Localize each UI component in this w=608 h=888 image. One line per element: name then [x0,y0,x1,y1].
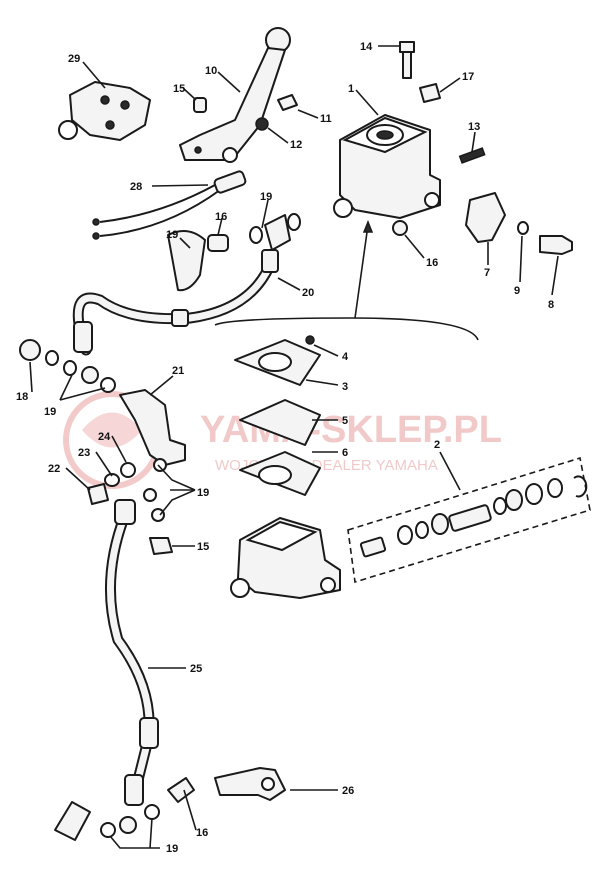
callout-4: 4 [342,351,349,363]
part-19-washer-a [249,226,263,244]
callout-9: 9 [514,285,520,297]
part-16-bolt-bottom [167,777,195,803]
part-14-bolt [399,41,415,79]
callout-1: 1 [348,83,354,95]
part-27-bracket [214,767,286,801]
callout-16-mid: 16 [215,211,227,223]
callout-26: 25 [190,663,202,675]
callout-numbers: 29 10 15 11 12 1 14 17 13 16 7 9 8 28 16… [16,41,554,855]
callout-19-left: 19 [44,406,56,418]
callout-11: 11 [320,113,332,125]
callout-7: 7 [484,267,490,279]
watermark-text: YAMA-SKLEP.PL [200,409,502,451]
part-19-washer-bottom2 [144,804,160,820]
part-19-washer-b [287,213,301,231]
callout-22: 21 [172,365,184,377]
callout-25: 24 [98,431,111,443]
part-19-washer-left3 [100,377,116,393]
part-15-pin [193,97,207,113]
callout-18: 18 [16,391,28,403]
callout-24: 23 [78,447,90,459]
part-19-washer-mid2 [143,488,157,502]
part-5-plate [239,399,321,446]
part-19-washer-left2 [63,360,77,376]
part-7-clamp [465,192,506,243]
callout-29: 29 [68,53,80,65]
part-12-nut [255,117,269,131]
callout-21: 20 [302,287,314,299]
callout-19-mid: 19 [197,487,209,499]
part-8-bolt [539,235,573,255]
callout-19-top: 19 [260,191,272,203]
callout-16-top: 16 [426,257,438,269]
callout-15-lower: 15 [197,541,209,553]
master-cylinder-body-lower [230,517,341,599]
part-15-bolt-lower [149,537,173,555]
callout-17: 17 [462,71,474,83]
part-1-master-cylinder [333,114,441,219]
part-11-bolt [277,94,298,111]
callout-10: 10 [205,65,217,77]
part-28-brake-switch [92,170,247,240]
part-17-cap [419,83,441,103]
part-13-stud [458,147,486,164]
part-9-washer [517,221,529,235]
front-arrow-icon [54,801,91,841]
part-4-screw [305,335,315,345]
callout-13: 13 [468,121,480,133]
part-19-washer-mid3 [151,508,165,522]
part-19-banjo [264,214,291,251]
watermark-logo-mark [82,412,142,448]
part-25-washer [120,462,136,478]
callout-6: 6 [342,447,348,459]
part-24-washer [104,473,120,487]
callout-14: 14 [360,41,373,53]
callout-27: 26 [342,785,354,797]
part-10-brake-lever [179,27,291,163]
part-16-nut-upper [392,220,408,236]
callout-20: 19 [166,229,178,241]
callout-19-bottom: 19 [166,843,178,855]
part-22-brake-joint [119,389,186,466]
callout-2: 2 [434,439,440,451]
callout-5: 5 [342,415,348,427]
callout-15-top: 15 [173,83,185,95]
part-29-caliper-cover [58,81,151,141]
part-21-upper-hose [72,249,279,356]
leader-lines [29,45,559,849]
part-26-lower-hose [104,499,159,806]
part-19-washer-mid [153,458,167,472]
callout-16-bottom: 16 [196,827,208,839]
part-19-washer-bottom [100,822,116,838]
callout-12: 12 [290,139,302,151]
part-18-banjo-bolt [207,234,229,252]
callout-28: 28 [130,181,142,193]
part-20-boot [167,230,206,292]
callout-8: 8 [548,299,554,311]
part-19-washer-left [45,350,59,366]
callout-23: 22 [48,463,60,475]
part-banjo-left [81,366,99,384]
callout-3: 3 [342,381,348,393]
part-18-bolt-left [19,339,41,361]
part-banjo-bottom [119,816,137,834]
part-2-piston-kit [347,456,591,584]
part-23-bolt [87,483,109,505]
